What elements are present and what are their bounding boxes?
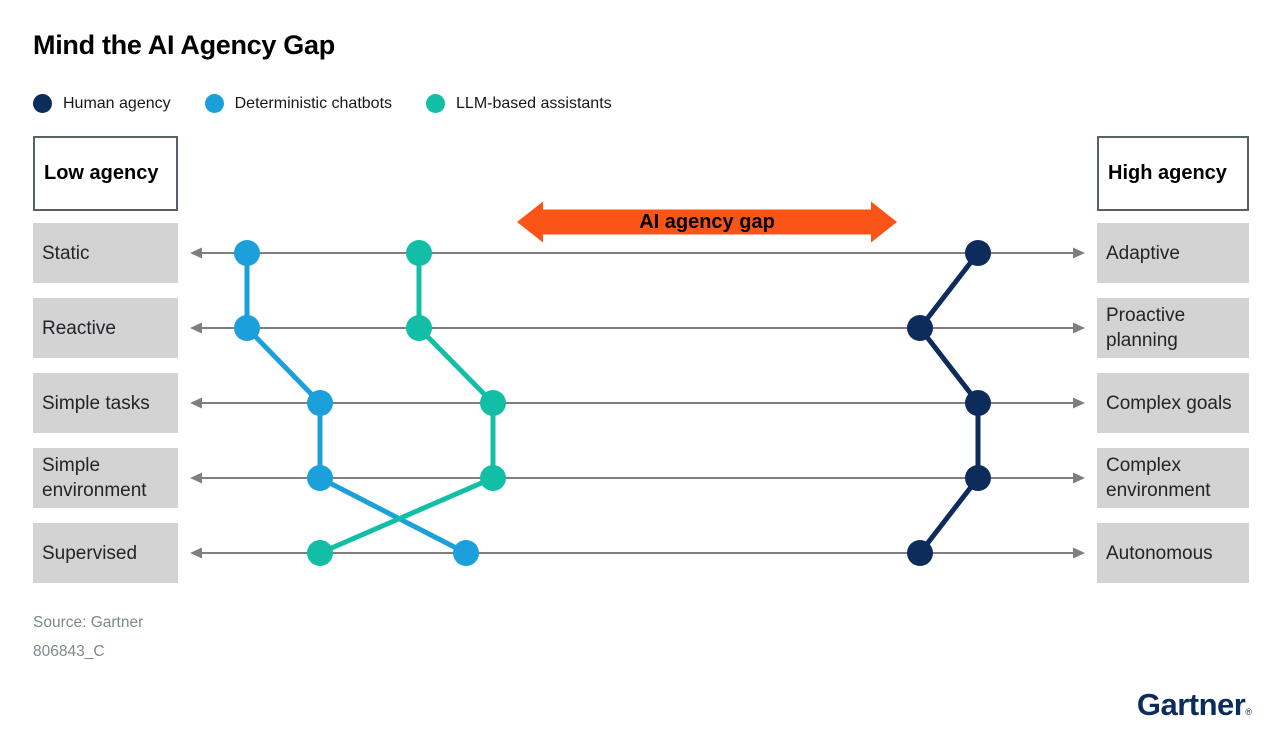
ai-agency-gap-arrow-label: AI agency gap (639, 210, 775, 233)
registered-trademark-icon: ® (1245, 707, 1252, 717)
document-id: 806843_C (33, 643, 105, 660)
gartner-logo: Gartner ® (1137, 687, 1252, 723)
legend: Human agency Deterministic chatbots LLM-… (33, 94, 612, 113)
row-label-supervised: Supervised (33, 523, 178, 583)
row-label-adaptive: Adaptive (1097, 223, 1249, 283)
deterministic-chatbots-dot-icon (204, 94, 224, 113)
row-label-proactive-planning: Proactive planning (1097, 298, 1249, 358)
high-agency-header: High agency (1097, 136, 1249, 211)
llm-assistants-dot-icon (426, 94, 446, 113)
row-label-simple-environment: Simple environment (33, 448, 178, 508)
low-agency-header: Low agency (33, 136, 178, 211)
legend-label: Human agency (63, 94, 171, 112)
legend-label: LLM-based assistants (456, 94, 612, 112)
legend-item-human-agency: Human agency (33, 94, 171, 113)
source-line: Source: Gartner (33, 614, 144, 631)
legend-item-llm-assistants: LLM-based assistants (426, 94, 612, 113)
human-agency-dot-icon (33, 94, 52, 113)
right-label-column: High agency Adaptive Proactive planning … (1097, 136, 1249, 583)
source-note: Source: Gartner 806843_C (33, 608, 143, 666)
legend-label: Deterministic chatbots (234, 94, 393, 112)
row-label-autonomous: Autonomous (1097, 523, 1249, 583)
row-label-reactive: Reactive (33, 298, 178, 358)
row-label-static: Static (33, 223, 178, 283)
gartner-logo-text: Gartner (1136, 687, 1246, 722)
left-label-column: Low agency Static Reactive Simple tasks … (33, 136, 178, 583)
row-label-complex-environment: Complex environment (1097, 448, 1249, 508)
row-label-complex-goals: Complex goals (1097, 373, 1249, 433)
page-title: Mind the AI Agency Gap (33, 30, 335, 60)
row-label-simple-tasks: Simple tasks (33, 373, 178, 433)
legend-item-deterministic-chatbots: Deterministic chatbots (204, 94, 393, 113)
